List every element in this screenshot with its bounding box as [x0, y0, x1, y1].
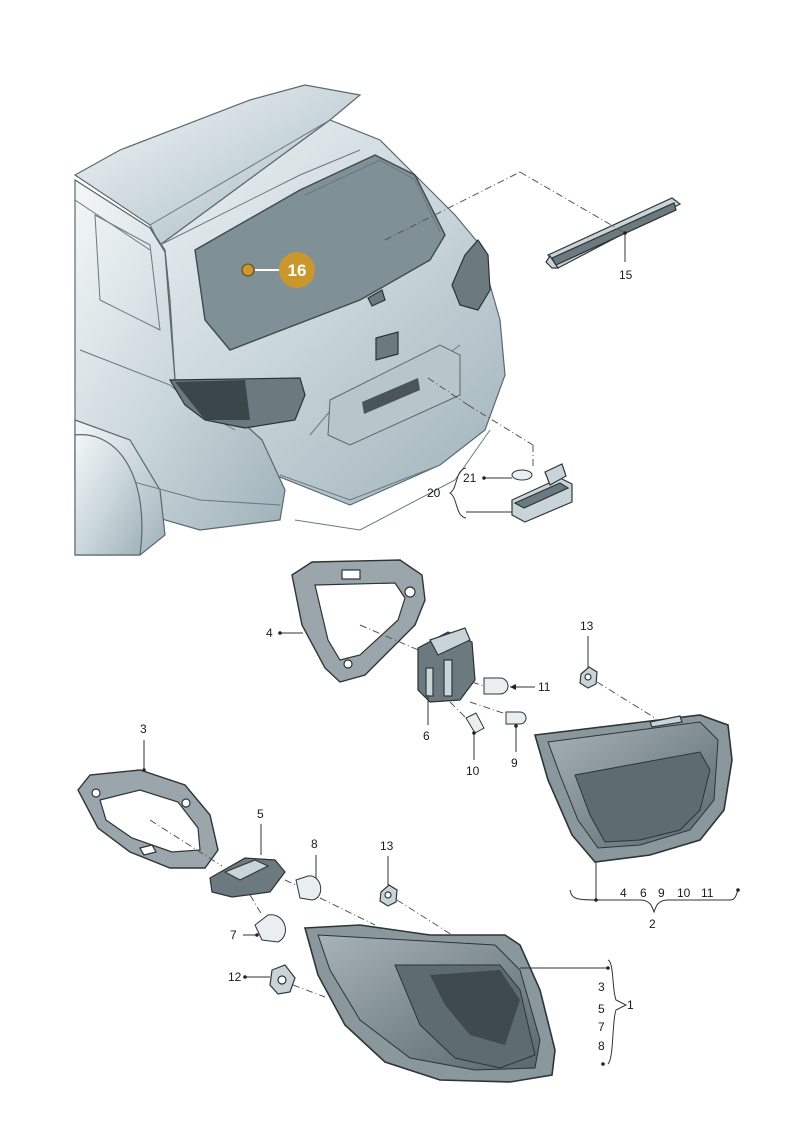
label-part-15: 15 — [619, 268, 633, 282]
label-part-21: 21 — [463, 471, 477, 485]
part-15-brake-light[interactable]: 15 — [384, 171, 682, 282]
part-13-nut-upper[interactable]: 13 — [579, 619, 656, 719]
right-tail-lamp-on-car — [451, 239, 491, 311]
group-1-item-5: 5 — [598, 1002, 605, 1016]
part-2-inner-tail-lamp[interactable]: 4 6 9 10 11 2 — [533, 714, 740, 931]
group-2-item-11: 11 — [701, 886, 714, 900]
group-1-item-3: 3 — [598, 980, 605, 994]
highlight-badge — [279, 252, 315, 288]
part-4-gasket[interactable]: 4 — [266, 559, 431, 683]
part-16-callout[interactable]: 16 — [241, 252, 315, 288]
part-1-outer-tail-lamp[interactable]: 3 5 7 8 1 — [303, 924, 634, 1083]
label-part-12: 12 — [228, 970, 242, 984]
highlight-badge-label: 16 — [288, 261, 307, 280]
part-12-fastener[interactable]: 12 — [228, 964, 326, 998]
label-part-8: 8 — [311, 837, 318, 851]
part-10-bulb[interactable]: 10 — [449, 701, 485, 778]
group-1-item-7: 7 — [598, 1020, 605, 1034]
label-part-1: 1 — [627, 998, 634, 1012]
rear-window-glass — [194, 154, 446, 351]
label-part-20: 20 — [427, 486, 441, 500]
part-3-gasket[interactable]: 3 — [77, 722, 223, 869]
label-part-7: 7 — [230, 928, 237, 942]
label-part-3: 3 — [140, 722, 147, 736]
part-7-bulb[interactable]: 7 — [230, 894, 286, 943]
label-part-9: 9 — [511, 756, 518, 770]
part-16-nut-icon — [241, 263, 255, 277]
part-8-bulb[interactable]: 8 — [295, 837, 376, 926]
part-9-bulb[interactable]: 9 — [469, 701, 527, 770]
part-13-nut-lower[interactable]: 13 — [379, 839, 461, 941]
car-rear-illustration — [73, 84, 506, 556]
label-part-6: 6 — [423, 729, 430, 743]
label-part-2: 2 — [649, 917, 656, 931]
part-20-plate-light[interactable]: 21 20 — [427, 377, 573, 523]
part-5-bulb-holder[interactable]: 5 — [209, 807, 297, 898]
group-2-item-6: 6 — [640, 886, 647, 900]
part-11-bulb[interactable]: 11 — [471, 677, 551, 695]
part-6-bulb-holder[interactable]: 6 — [417, 627, 476, 743]
label-part-11: 11 — [538, 680, 551, 694]
group-2-item-10: 10 — [677, 886, 691, 900]
label-part-13-lower: 13 — [380, 839, 394, 853]
group-2-item-9: 9 — [658, 886, 665, 900]
label-part-10: 10 — [466, 764, 480, 778]
label-part-4: 4 — [266, 626, 273, 640]
group-2-item-4: 4 — [620, 886, 627, 900]
label-part-13-upper: 13 — [580, 619, 594, 633]
label-part-5: 5 — [257, 807, 264, 821]
group-1-item-8: 8 — [598, 1039, 605, 1053]
brand-logo-on-tailgate — [375, 331, 399, 361]
